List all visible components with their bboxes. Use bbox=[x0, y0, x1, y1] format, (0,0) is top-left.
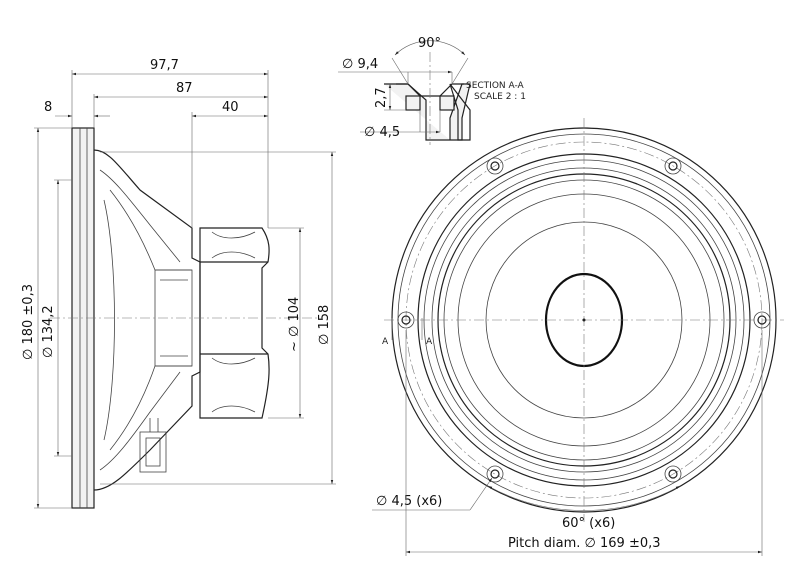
dim-pitch: Pitch diam. ∅ 169 ±0,3 bbox=[508, 536, 661, 551]
mount-hole bbox=[486, 157, 504, 175]
mounting-holes bbox=[397, 157, 771, 483]
side-view: 97,7 87 40 8 ∅ 180 ±0,3 ∅ 134,2 ~ ∅ 104 bbox=[21, 58, 336, 509]
dim-hole-depth: 2,7 bbox=[374, 87, 389, 108]
dim-countersink-angle: 90° bbox=[418, 36, 441, 51]
magnet-assembly bbox=[199, 227, 270, 419]
dim-overall-depth: 97,7 bbox=[150, 58, 179, 73]
front-view: A A ∅ 4,5 (x6) 60° (x6) Pitch diam. ∅ 16… bbox=[372, 118, 784, 556]
section-marker-right: A bbox=[426, 337, 433, 347]
dim-frame-to-magnet: 87 bbox=[176, 81, 193, 96]
dim-magnet-diam: ~ ∅ 104 bbox=[287, 297, 302, 352]
terminal-connector bbox=[139, 418, 167, 473]
section-title: SECTION A-A bbox=[466, 81, 525, 91]
dim-hole-spacing: 60° (x6) bbox=[562, 516, 615, 531]
basket-outline bbox=[93, 149, 201, 491]
section-marker-left: A bbox=[382, 337, 389, 347]
mount-hole bbox=[664, 465, 682, 483]
mount-hole bbox=[397, 311, 415, 329]
dim-hole-bottom: ∅ 4,5 bbox=[364, 125, 400, 140]
section-scale: SCALE 2 : 1 bbox=[474, 92, 526, 102]
section-a-a: 90° ∅ 9,4 ∅ 4,5 2,7 SECTION A-A SCALE 2 … bbox=[338, 36, 526, 145]
dim-cone-diam: ∅ 158 bbox=[317, 305, 332, 345]
mount-hole bbox=[664, 157, 682, 175]
dim-outer-diam: ∅ 180 ±0,3 bbox=[21, 284, 36, 360]
mount-hole bbox=[486, 465, 504, 483]
dim-magnet-depth: 40 bbox=[222, 100, 239, 115]
dim-mount-holes: ∅ 4,5 (x6) bbox=[376, 494, 442, 509]
mount-hole bbox=[753, 311, 771, 329]
dim-flange: 8 bbox=[44, 100, 52, 115]
dim-hole-top: ∅ 9,4 bbox=[342, 57, 378, 72]
dim-cutout-diam: ∅ 134,2 bbox=[41, 305, 56, 358]
